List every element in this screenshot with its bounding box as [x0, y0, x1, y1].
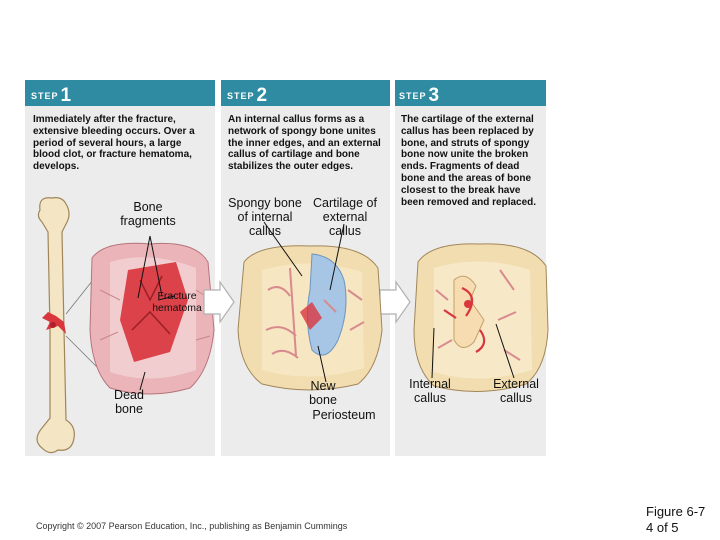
- step-1-word: STEP: [31, 91, 59, 101]
- figure-number: Figure 6-7: [646, 504, 706, 519]
- step-2-description: An internal callus forms as a network of…: [228, 114, 381, 173]
- periosteum-label: Periosteum: [312, 408, 376, 422]
- step-2-header: [221, 80, 390, 106]
- remodel-closeup: [413, 243, 549, 392]
- callus-closeup: [237, 245, 383, 391]
- cartilage-label: Cartilage of external callus: [313, 196, 377, 238]
- step-3-number: 3: [428, 85, 440, 106]
- step-3-description: The cartilage of the external callus has…: [401, 114, 537, 208]
- step-1-header: [25, 80, 215, 106]
- hematoma-closeup: [89, 242, 215, 395]
- step-3-word: STEP: [399, 91, 427, 101]
- fracture-hematoma-label: Fracture hematoma: [152, 290, 202, 314]
- copyright-notice: Copyright © 2007 Pearson Education, Inc.…: [36, 521, 348, 531]
- external-callus-label: External callus: [493, 377, 539, 405]
- spongy-bone-label: Spongy bone of internal callus: [228, 196, 302, 238]
- step-2-number: 2: [256, 85, 268, 106]
- step-2-word: STEP: [227, 91, 255, 101]
- internal-callus-label: Internal callus: [409, 377, 451, 405]
- step-1-description: Immediately after the fracture, extensiv…: [33, 114, 195, 173]
- figure-caption: Figure 6-7 4 of 5: [646, 504, 705, 536]
- bone-fragments-label: Bone fragments: [120, 200, 176, 228]
- dead-bone-label: Dead bone: [114, 388, 144, 416]
- page-indicator: 4 of 5: [646, 520, 679, 535]
- step-1-number: 1: [60, 85, 72, 106]
- long-bone-drawing: [36, 197, 75, 454]
- step-3-header: [395, 80, 546, 106]
- new-bone-label: New bone: [309, 379, 337, 407]
